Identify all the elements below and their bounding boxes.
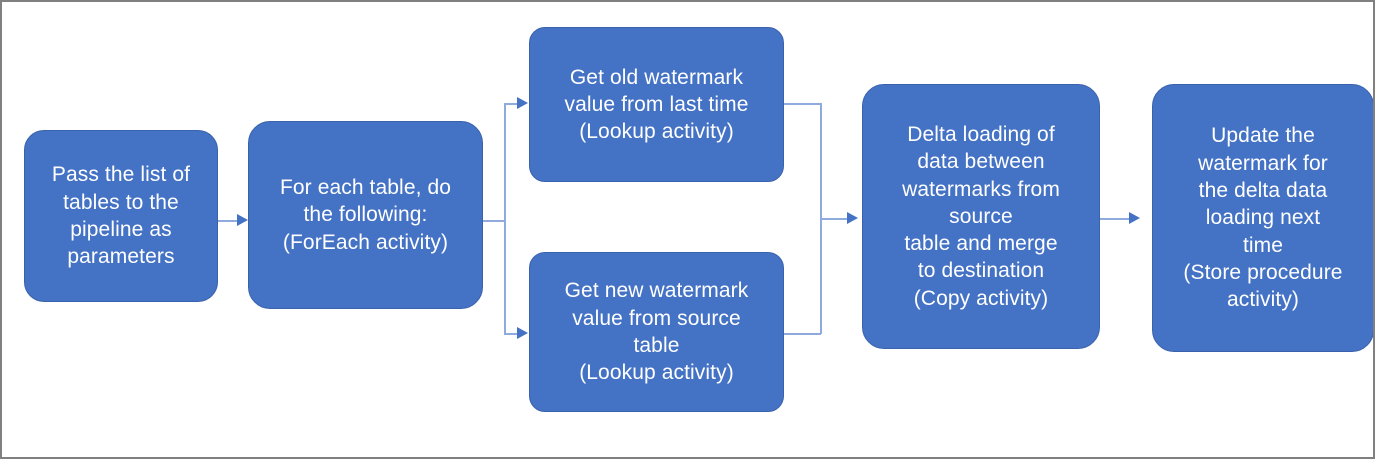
connector-foreach-to-new-watermark: [504, 333, 520, 335]
arrowhead-icon-to-delta-copy: [847, 212, 858, 224]
connector-merge-to-delta-copy: [820, 218, 850, 220]
connector-old-watermark-to-merge: [784, 103, 821, 105]
flow-node-delta-copy[interactable]: Delta loading of data between watermarks…: [862, 84, 1100, 349]
connector-foreach-branch-spine: [504, 103, 506, 334]
flow-node-update-watermark[interactable]: Update the watermark for the delta data …: [1152, 84, 1373, 352]
arrowhead-icon-to-update-watermark: [1129, 212, 1140, 224]
connector-delta-copy-to-update-watermark: [1100, 218, 1132, 220]
connector-new-watermark-to-merge: [784, 333, 821, 335]
flow-node-pass-list[interactable]: Pass the list of tables to the pipeline …: [24, 130, 218, 302]
flow-node-get-new-watermark[interactable]: Get new watermark value from source tabl…: [529, 252, 784, 412]
flow-node-foreach[interactable]: For each table, do the following: (ForEa…: [248, 121, 483, 309]
arrowhead-icon-to-old-watermark: [517, 97, 528, 109]
connector-foreach-stem: [483, 220, 505, 222]
flow-node-get-old-watermark[interactable]: Get old watermark value from last time (…: [529, 27, 784, 182]
arrowhead-icon-to-foreach: [237, 214, 248, 226]
connector-foreach-to-old-watermark: [504, 103, 520, 105]
arrowhead-icon-to-new-watermark: [517, 327, 528, 339]
connector-pass-list-to-foreach: [218, 220, 240, 222]
